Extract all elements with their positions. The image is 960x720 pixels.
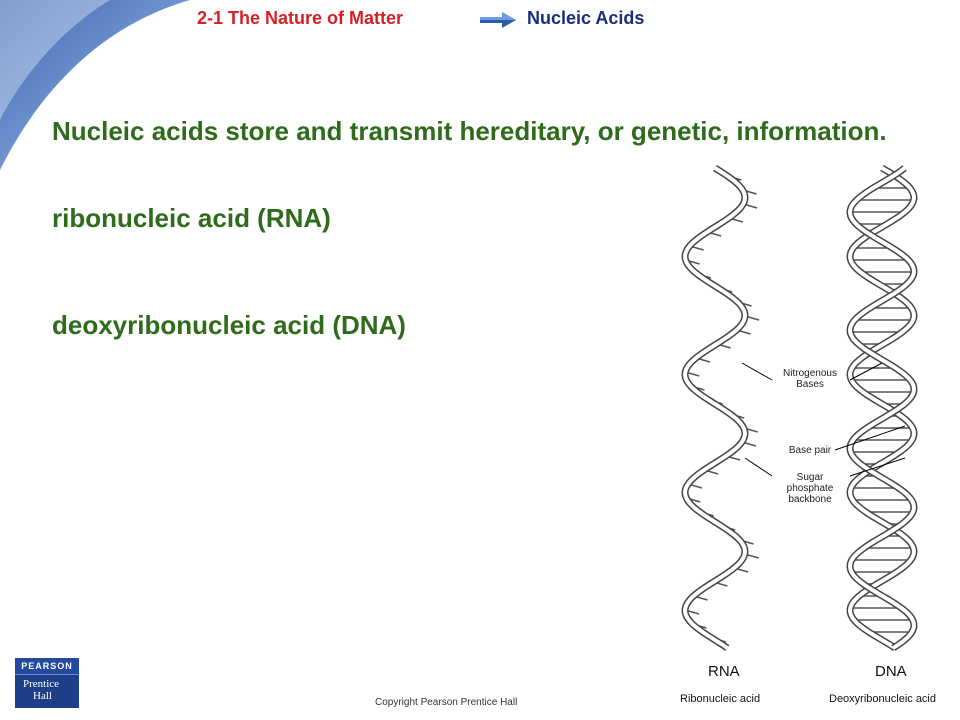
rna-caption: Ribonucleic acid bbox=[680, 693, 761, 705]
rna-helix bbox=[681, 165, 760, 651]
slide-header: 2-1 The Nature of Matter Nucleic Acids bbox=[0, 8, 960, 36]
label-sugar-phosphate-backbone: Sugar phosphate backbone bbox=[768, 472, 852, 505]
label-base-pair: Base pair bbox=[788, 445, 832, 456]
dna-helix bbox=[846, 164, 918, 651]
logo-line1: Prentice bbox=[23, 678, 60, 690]
leader-base-pair bbox=[834, 425, 906, 451]
section-title: 2-1 The Nature of Matter bbox=[197, 8, 404, 28]
logo-line2: Hall bbox=[33, 690, 52, 702]
term-rna: ribonucleic acid (RNA) bbox=[52, 203, 331, 233]
label-bases-line1: Nitrogenous bbox=[783, 368, 837, 379]
label-nitrogenous-bases: Nitrogenous Bases bbox=[768, 368, 852, 390]
helix-diagram bbox=[681, 164, 918, 651]
topic-title: Nucleic Acids bbox=[527, 8, 645, 28]
label-bases-line2: Bases bbox=[796, 379, 824, 390]
dna-label: DNA bbox=[875, 663, 907, 680]
leader-sugar-dna bbox=[849, 457, 906, 477]
leader-sugar-rna bbox=[744, 457, 773, 477]
copyright-notice: Copyright Pearson Prentice Hall bbox=[375, 697, 518, 708]
corner-swoosh-decoration bbox=[0, 0, 190, 170]
main-statement: Nucleic acids store and transmit heredit… bbox=[52, 116, 887, 146]
pearson-prentice-hall-logo: PEARSON Prentice Hall bbox=[15, 658, 79, 708]
logo-imprint: Prentice Hall bbox=[23, 678, 59, 702]
dna-caption: Deoxyribonucleic acid bbox=[829, 693, 936, 705]
label-sugar-line3: backbone bbox=[788, 494, 832, 505]
arrow-right-icon bbox=[480, 12, 516, 28]
label-sugar-line1: Sugar bbox=[796, 472, 824, 483]
label-sugar-line2: phosphate bbox=[786, 483, 834, 494]
leader-bases-rna bbox=[741, 362, 773, 381]
leader-bases-dna bbox=[849, 362, 883, 381]
logo-brand: PEARSON bbox=[15, 658, 79, 675]
rna-dna-figure: Nitrogenous Bases Base pair Sugar phosph… bbox=[660, 158, 960, 720]
term-dna: deoxyribonucleic acid (DNA) bbox=[52, 310, 406, 340]
rna-label: RNA bbox=[708, 663, 740, 680]
